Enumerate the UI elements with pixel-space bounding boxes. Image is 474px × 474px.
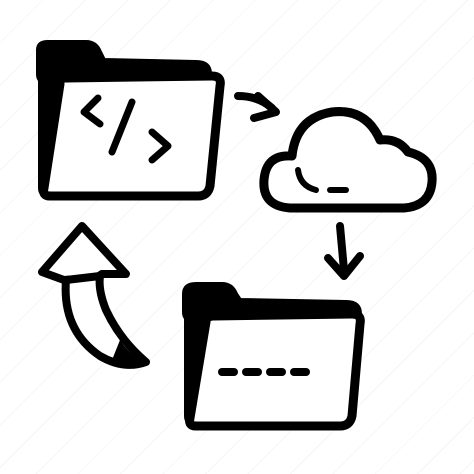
curved-arrow-up-icon [38, 222, 150, 369]
code-folder-front [39, 71, 225, 201]
code-greater-than-icon [148, 128, 172, 164]
curved-arrow-head [38, 222, 130, 284]
cloud-icon [259, 107, 437, 213]
curved-arrow-shaft [61, 272, 150, 369]
arrow-right-down-icon [234, 92, 280, 122]
cloud-inner-curve [295, 167, 319, 193]
arrow-down-icon [324, 222, 364, 280]
cloud-outline [259, 107, 437, 213]
code-folder-icon [36, 40, 225, 201]
curved-arrow-shaft-fill [112, 340, 146, 365]
code-slash-icon [108, 98, 136, 156]
code-less-than-icon [80, 94, 104, 128]
plain-folder-icon [182, 282, 365, 431]
